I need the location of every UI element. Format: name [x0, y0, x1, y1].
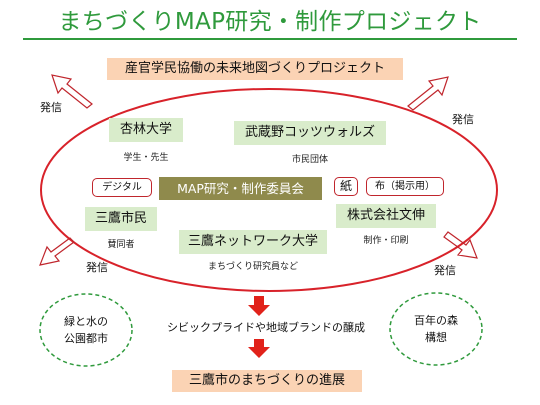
member-musashino-cotswolds: 武蔵野コッツウォルズ: [234, 121, 386, 145]
title-underline: [23, 38, 517, 40]
flow-arrow-2: [248, 339, 270, 358]
member-mitaka-citizens: 三鷹市民: [85, 207, 157, 231]
page-title: まちづくりMAP研究・制作プロジェクト: [58, 9, 482, 35]
outreach-arrow-bottom-left: [39, 237, 75, 266]
flow-arrow-1: [248, 296, 270, 316]
outreach-label-top-right: 発信: [452, 113, 474, 126]
committee-box: MAP研究・制作委員会: [159, 177, 322, 200]
member-mitaka-network-role: まちづくり研究員など: [207, 262, 298, 272]
outreach-label-bottom-left: 発信: [86, 261, 108, 274]
outcome-text: シビックプライドや地域ブランドの醸成: [167, 321, 365, 334]
media-tag-digital: デジタル: [92, 178, 152, 197]
member-mitaka-citizens-role: 賛同者: [107, 240, 135, 250]
media-tag-paper: 紙: [334, 177, 358, 196]
member-kyorin-university: 杏林大学: [109, 118, 183, 142]
goal-left-line1: 緑と水の: [64, 315, 108, 328]
goal-right-line2: 構想: [425, 331, 447, 344]
goal-right-line1: 百年の森: [414, 314, 458, 327]
member-bunshin-corp: 株式会社文伸: [336, 204, 436, 228]
member-musashino-role: 市民団体: [291, 155, 328, 165]
member-mitaka-network-university: 三鷹ネットワーク大学: [179, 230, 327, 254]
member-bunshin-role: 制作・印刷: [363, 236, 409, 246]
outreach-arrow-bottom-right: [443, 231, 478, 259]
member-kyorin-role: 学生・先生: [123, 153, 169, 163]
project-banner: 産官学民協働の未来地図づくりプロジェクト: [107, 58, 403, 80]
outreach-arrow-top-left: [51, 74, 93, 109]
goal-left-line2: 公園都市: [64, 332, 108, 345]
result-banner: 三鷹市のまちづくりの進展: [172, 370, 362, 392]
outreach-label-top-left: 発信: [40, 101, 62, 114]
outreach-label-bottom-right: 発信: [434, 264, 456, 277]
media-tag-cloth: 布（掲示用）: [366, 177, 444, 196]
outreach-arrow-top-right: [407, 76, 449, 111]
